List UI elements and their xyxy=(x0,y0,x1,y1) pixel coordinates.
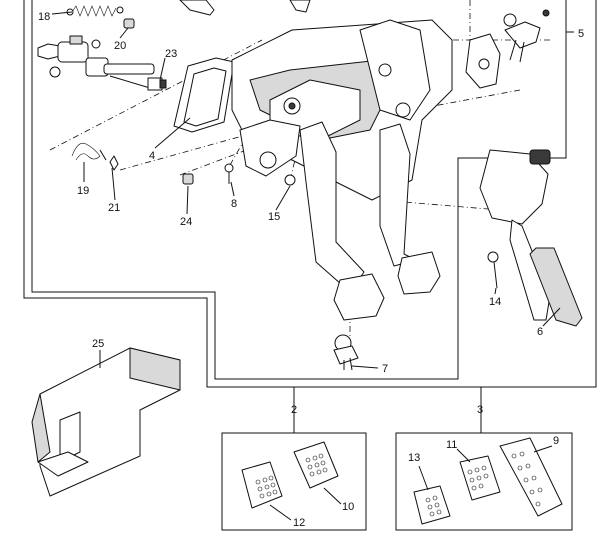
detail-box-2 xyxy=(221,432,367,531)
bolt-part-14 xyxy=(487,251,499,289)
callout-9: 9 xyxy=(553,435,559,447)
callout-20: 20 xyxy=(114,40,126,52)
detail-box-3 xyxy=(395,432,573,531)
callout-8: 8 xyxy=(231,198,237,210)
callout-15: 15 xyxy=(268,211,280,223)
pedal-bracket-main xyxy=(231,19,453,201)
callout-5: 5 xyxy=(578,28,584,40)
spring-part-18 xyxy=(66,5,124,17)
label-leaders xyxy=(51,11,561,521)
callout-4: 4 xyxy=(149,150,155,162)
callout-19: 19 xyxy=(77,185,89,197)
clutch-pedal xyxy=(299,121,385,321)
callout-14: 14 xyxy=(489,296,501,308)
small-fasteners xyxy=(71,142,296,186)
hinge-bracket-part-5 xyxy=(465,33,501,89)
callout-24: 24 xyxy=(180,216,192,228)
top-partial-parts xyxy=(179,0,550,63)
callout-11: 11 xyxy=(446,439,457,451)
master-cylinder-part-23 xyxy=(37,35,167,91)
nut-part-20 xyxy=(123,18,135,29)
callout-labels: 18 20 23 4 19 21 24 8 15 5 14 6 7 25 2 3… xyxy=(38,11,584,529)
callout-23: 23 xyxy=(165,48,177,60)
accelerator-pedal-part-6 xyxy=(479,149,583,327)
callout-7: 7 xyxy=(382,363,388,375)
gasket-part-4 xyxy=(173,57,235,133)
callout-6: 6 xyxy=(537,326,543,338)
callout-21: 21 xyxy=(108,202,120,214)
brake-pedal xyxy=(379,123,441,295)
callout-3: 3 xyxy=(477,404,483,416)
pedal-cover-part-25 xyxy=(31,347,181,497)
callout-18: 18 xyxy=(38,11,50,23)
callout-10: 10 xyxy=(342,501,354,513)
callout-25: 25 xyxy=(92,338,104,350)
sensor-part-7 xyxy=(333,334,359,371)
callout-12: 12 xyxy=(293,517,305,529)
callout-13: 13 xyxy=(408,452,420,464)
callout-2: 2 xyxy=(291,404,297,416)
